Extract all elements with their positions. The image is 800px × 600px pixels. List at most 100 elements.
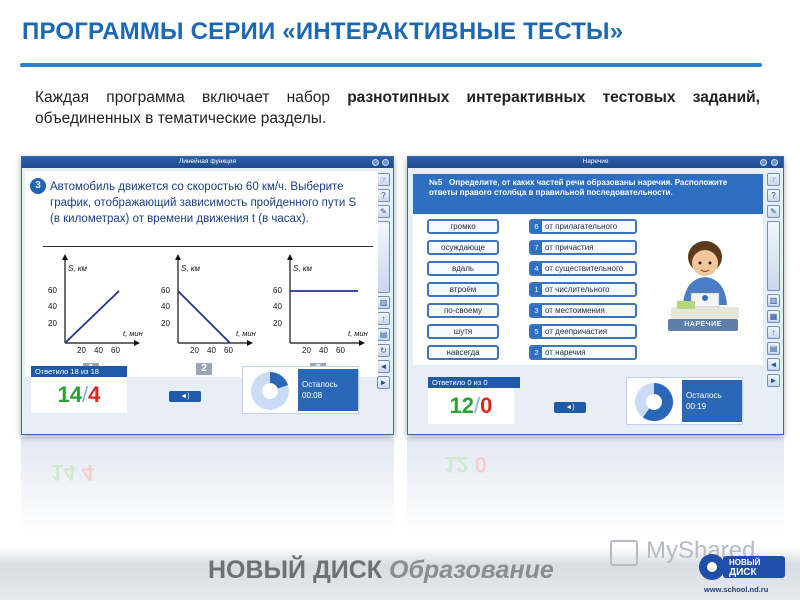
help-icon[interactable]: ?: [377, 189, 390, 202]
word-item[interactable]: навсегда: [427, 345, 499, 360]
answered-count: Ответило 0 из 0: [428, 377, 520, 388]
tool-strip: ☞ ? ✎ ▥ ▦ ↑ ▤ ◄ ►: [767, 173, 781, 387]
remaining-label: Осталось: [686, 391, 722, 400]
graph-1-xtick: 60: [111, 346, 120, 355]
brand-name: НОВЫЙ ДИСК Образование: [208, 556, 554, 585]
matching-area: громко осуждающе вдаль втроём по-своему …: [413, 215, 763, 365]
brand-main: НОВЫЙ ДИСК: [208, 556, 383, 584]
intro-text-bold: разнотипных интерактивных тестовых задан…: [347, 89, 760, 106]
back-icon[interactable]: ◄: [377, 360, 390, 373]
minimize-button[interactable]: [760, 159, 767, 166]
timer-box: Осталось 00:19: [626, 377, 743, 425]
document-icon[interactable]: ▤: [767, 342, 780, 355]
site-url: www.school.nd.ru: [704, 585, 769, 594]
adverb-label: НАРЕЧИЕ: [668, 319, 738, 331]
minimize-button[interactable]: [372, 159, 379, 166]
sound-button[interactable]: ◄): [554, 402, 586, 413]
sound-button[interactable]: ◄): [169, 391, 201, 402]
intro-paragraph: Каждая программа включает набор разнотип…: [35, 87, 760, 129]
graph-3-ytick: 20: [273, 319, 282, 328]
graph-2-ytick: 20: [161, 319, 170, 328]
answer-text: от числительного: [545, 285, 610, 294]
word-item[interactable]: по-своему: [427, 303, 499, 318]
word-item[interactable]: втроём: [427, 282, 499, 297]
close-button[interactable]: [382, 159, 389, 166]
graph-1-xtick: 20: [77, 346, 86, 355]
word-item[interactable]: шутя: [427, 324, 499, 339]
boy-illustration: [671, 241, 739, 319]
answer-number: 2: [531, 347, 542, 358]
graph-option-2[interactable]: S, км t, мин 20 40 60 20 40 60: [150, 251, 265, 355]
footer-bar: [0, 546, 800, 600]
stats-icon[interactable]: ▥: [767, 294, 780, 307]
answered-count: Ответило 18 из 18: [31, 366, 127, 377]
stats-icon[interactable]: ▥: [377, 296, 390, 309]
brand-sub: Образование: [389, 556, 554, 584]
new-disk-logo: НОВЫЙ ДИСК: [699, 554, 785, 580]
graph-2-xtick: 20: [190, 346, 199, 355]
answer-number: 7: [531, 242, 542, 253]
window-titlebar: Линейная функция: [22, 157, 393, 168]
graph-option-3[interactable]: S, км t, мин 20 40 60 20 40 60: [262, 251, 377, 355]
watermark-icon: [610, 540, 638, 566]
word-item[interactable]: вдаль: [427, 261, 499, 276]
word-item[interactable]: осуждающе: [427, 240, 499, 255]
graph-1-xtick: 40: [94, 346, 103, 355]
word-item[interactable]: громко: [427, 219, 499, 234]
answer-text: от существительного: [545, 264, 624, 273]
refresh-icon[interactable]: ↻: [377, 344, 390, 357]
tools-list[interactable]: [377, 221, 390, 293]
help-icon[interactable]: ?: [767, 189, 780, 202]
remaining-panel: Осталось 00:19: [682, 380, 742, 422]
pointer-tool-icon[interactable]: ☞: [767, 173, 780, 186]
graph-1-xlabel: t, мин: [123, 329, 143, 338]
linear-function-test-window: Линейная функция ☞ ? ✎ ▥ ↑ ▤ ↻ ◄ ► 3 Авт…: [21, 156, 394, 435]
pen-tool-icon[interactable]: ✎: [377, 205, 390, 218]
graph-3-ytick: 40: [273, 302, 282, 311]
next-icon[interactable]: ►: [767, 374, 780, 387]
answer-text: от прилагательного: [545, 222, 618, 231]
arrow-up-icon[interactable]: ↑: [767, 326, 780, 339]
answer-number: 4: [531, 263, 542, 274]
graph-3-xlabel: t, мин: [348, 329, 368, 338]
graph-3-xtick: 40: [319, 346, 328, 355]
graph-1-ytick: 40: [48, 302, 57, 311]
next-icon[interactable]: ►: [377, 376, 390, 389]
graph-1-ytick: 20: [48, 319, 57, 328]
score-display: 12/0: [428, 388, 514, 424]
back-icon[interactable]: ◄: [767, 358, 780, 371]
score-correct: 14: [57, 382, 83, 407]
pointer-tool-icon[interactable]: ☞: [377, 173, 390, 186]
window-title: Линейная функция: [178, 158, 237, 165]
arrow-up-icon[interactable]: ↑: [377, 312, 390, 325]
timer-box: Осталось 00:08: [242, 366, 359, 414]
adverb-test-window: Наречие ☞ ? ✎ ▥ ▦ ↑ ▤ ◄ ► №5 Определите,…: [407, 156, 784, 435]
remaining-time: 00:08: [302, 391, 323, 400]
window-title: Наречие: [582, 158, 609, 165]
remaining-time: 00:19: [686, 402, 707, 411]
graph-option-1[interactable]: S, км t, мин 20 40 60 20 40 60: [37, 251, 152, 355]
close-button[interactable]: [771, 159, 778, 166]
score-incorrect: 4: [88, 382, 101, 407]
tools-list[interactable]: [767, 221, 780, 291]
graph-3-plot: S, км t, мин 20 40 60 20 40 60: [273, 254, 368, 355]
intro-text-2: объединенных в тематические разделы.: [35, 110, 327, 127]
graph-2-ytick: 40: [161, 302, 170, 311]
pen-tool-icon[interactable]: ✎: [767, 205, 780, 218]
answer-number: 1: [531, 284, 542, 295]
graph-number-2[interactable]: 2: [196, 363, 212, 375]
graph-3-xtick: 60: [336, 346, 345, 355]
calendar-icon[interactable]: ▦: [767, 310, 780, 323]
question-area: 3 Автомобиль движется со скоростью 60 км…: [25, 171, 378, 377]
answer-number: 3: [531, 305, 542, 316]
answer-number: 5: [531, 326, 542, 337]
document-icon[interactable]: ▤: [377, 328, 390, 341]
graph-2-xlabel: t, мин: [236, 329, 256, 338]
